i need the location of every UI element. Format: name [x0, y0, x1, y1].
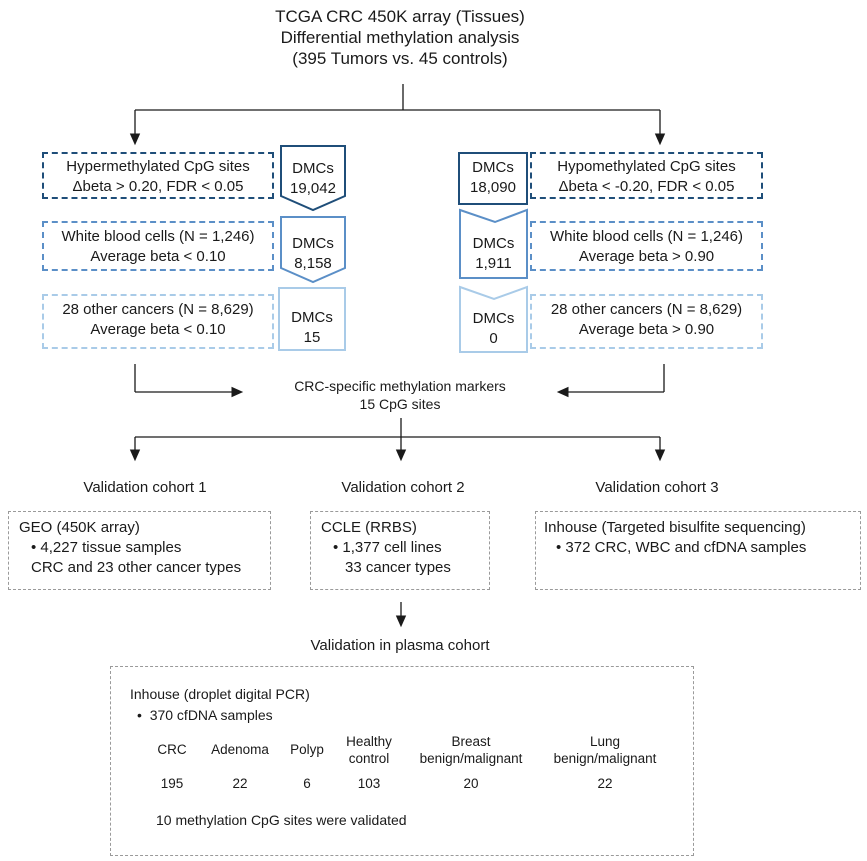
table-value-crc: 195 — [160, 776, 184, 791]
cohort2-box: CCLE (RRBS) • 1,377 cell lines 33 cancer… — [310, 511, 490, 590]
markers-line1: CRC-specific methylation markers — [294, 378, 506, 394]
left-box3-line1: 28 other cancers (N = 8,629) — [62, 301, 254, 318]
left-dmc3-label: DMCs — [291, 309, 333, 326]
left-wbc-box: White blood cells (N = 1,246) Average be… — [42, 221, 274, 271]
cohort1-extra: CRC and 23 other cancer types — [31, 559, 242, 576]
right-box3-line2: Average beta > 0.90 — [578, 321, 715, 338]
right-dmc1-text: DMCs 18,090 — [459, 158, 527, 198]
cohort1-bullet: 4,227 tissue samples — [40, 539, 182, 556]
table-header-adenoma-text: Adenoma — [211, 742, 269, 757]
right-dmc3-value: 0 — [489, 330, 498, 347]
right-dmc2-text: DMCs 1,911 — [460, 234, 527, 274]
right-box2-line2: Average beta > 0.90 — [578, 248, 715, 265]
right-hypomethylated-box: Hypomethylated CpG sites Δbeta < -0.20, … — [530, 152, 763, 199]
plasma-head: Inhouse (droplet digital PCR) — [130, 686, 310, 702]
right-box3-line1: 28 other cancers (N = 8,629) — [550, 301, 743, 318]
bullet-icon: • — [31, 539, 41, 556]
bullet-icon: • — [137, 707, 150, 723]
left-dmc2-label: DMCs — [292, 235, 334, 252]
table-header-healthy-line2: control — [348, 751, 390, 766]
right-dmc3-text: DMCs 0 — [460, 309, 527, 349]
left-dmc3-text: DMCs 15 — [279, 308, 345, 348]
left-hypermethylated-box: Hypermethylated CpG sites Δbeta > 0.20, … — [42, 152, 274, 199]
cohort2-extra: 33 cancer types — [345, 559, 451, 576]
right-dmc-chevron-2 — [459, 208, 528, 279]
table-header-breast-line2: benign/malignant — [419, 751, 523, 766]
plasma-footer: 10 methylation CpG sites were validated — [156, 812, 407, 828]
right-other-cancers-box: 28 other cancers (N = 8,629) Average bet… — [530, 294, 763, 349]
right-dmc2-value: 1,911 — [475, 255, 512, 272]
right-box2-line1: White blood cells (N = 1,246) — [549, 228, 743, 245]
table-header-lung-line2: benign/malignant — [553, 751, 657, 766]
cohort2-bullet-item: • 1,377 cell lines — [321, 538, 489, 558]
cohort3-head: Inhouse (Targeted bisulfite sequencing) — [544, 519, 806, 536]
cohort1-head: GEO (450K array) — [19, 519, 140, 536]
header-line-3: (395 Tumors vs. 45 controls) — [292, 49, 508, 68]
cohort3-box: Inhouse (Targeted bisulfite sequencing) … — [535, 511, 861, 590]
table-header-crc: CRC — [147, 741, 197, 758]
table-header-healthy-line1: Healthy — [346, 734, 392, 749]
cohort2-bullet: 1,377 cell lines — [342, 539, 442, 556]
left-box3-line2: Average beta < 0.10 — [90, 321, 226, 338]
right-box1-line2: Δbeta < -0.20, FDR < 0.05 — [558, 178, 735, 195]
right-box1-line1: Hypomethylated CpG sites — [557, 158, 736, 175]
right-dmc-chevron-3 — [459, 285, 528, 353]
right-dmc3-label: DMCs — [472, 310, 515, 327]
plasma-box: Inhouse (droplet digital PCR) • 370 cfDN… — [110, 666, 694, 856]
right-wbc-box: White blood cells (N = 1,246) Average be… — [530, 221, 763, 271]
table-header-breast-line1: Breast — [451, 734, 491, 749]
left-box2-line1: White blood cells (N = 1,246) — [61, 228, 255, 245]
table-header-adenoma: Adenoma — [202, 741, 278, 758]
left-dmc1-text: DMCs 19,042 — [281, 159, 345, 199]
left-box1-line2: Δbeta > 0.20, FDR < 0.05 — [72, 178, 244, 195]
table-header-healthy: Healthy control — [337, 733, 401, 767]
left-dmc-chevron-3 — [278, 287, 346, 351]
left-dmc1-value: 19,042 — [290, 180, 336, 197]
plasma-title: Validation in plasma cohort — [310, 637, 490, 654]
cohort1-title: Validation cohort 1 — [83, 479, 207, 496]
left-dmc1-label: DMCs — [292, 160, 334, 177]
bullet-icon: • — [556, 539, 566, 556]
cohort3-bullet-item: • 372 CRC, WBC and cfDNA samples — [544, 538, 860, 558]
table-value-breast: 20 — [463, 776, 479, 791]
right-dmc-chevron-1 — [458, 152, 528, 205]
left-dmc-chevron-1 — [280, 145, 346, 212]
crc-markers-label: CRC-specific methylation markers 15 CpG … — [250, 377, 550, 413]
table-header-breast: Breast benign/malignant — [404, 733, 538, 767]
table-value-polyp: 6 — [303, 776, 311, 791]
table-header-polyp-text: Polyp — [290, 742, 324, 757]
table-header-polyp: Polyp — [282, 741, 332, 758]
right-dmc2-label: DMCs — [472, 235, 515, 252]
left-dmc2-text: DMCs 8,158 — [281, 234, 345, 274]
cohort1-box: GEO (450K array) • 4,227 tissue samples … — [8, 511, 271, 590]
table-value-adenoma: 22 — [232, 776, 248, 791]
left-box2-line2: Average beta < 0.10 — [90, 248, 226, 265]
cohort2-title: Validation cohort 2 — [341, 479, 465, 496]
header-block: TCGA CRC 450K array (Tissues) Differenti… — [200, 6, 600, 69]
cohort3-bullet: 372 CRC, WBC and cfDNA samples — [565, 539, 807, 556]
markers-line2: 15 CpG sites — [359, 396, 441, 412]
left-dmc-chevron-2 — [280, 216, 346, 284]
bullet-icon: • — [333, 539, 343, 556]
right-dmc1-label: DMCs — [472, 159, 514, 176]
left-dmc2-value: 8,158 — [294, 255, 332, 272]
table-value-healthy: 103 — [357, 776, 381, 791]
table-header-lung-line1: Lung — [589, 734, 621, 749]
table-header-lung: Lung benign/malignant — [538, 733, 672, 767]
table-header-crc-text: CRC — [157, 742, 187, 757]
table-value-lung: 22 — [597, 776, 613, 791]
left-dmc3-value: 15 — [303, 329, 321, 346]
header-line-2: Differential methylation analysis — [280, 28, 520, 47]
plasma-bullet: 370 cfDNA samples — [149, 707, 273, 723]
left-other-cancers-box: 28 other cancers (N = 8,629) Average bet… — [42, 294, 274, 349]
header-line-1: TCGA CRC 450K array (Tissues) — [275, 7, 525, 26]
cohort3-title: Validation cohort 3 — [595, 479, 719, 496]
plasma-bullet-item: • 370 cfDNA samples — [137, 706, 273, 724]
right-dmc1-value: 18,090 — [470, 179, 516, 196]
cohort1-bullet-item: • 4,227 tissue samples — [19, 538, 270, 558]
cohort2-head: CCLE (RRBS) — [321, 519, 417, 536]
left-box1-line1: Hypermethylated CpG sites — [66, 158, 250, 175]
